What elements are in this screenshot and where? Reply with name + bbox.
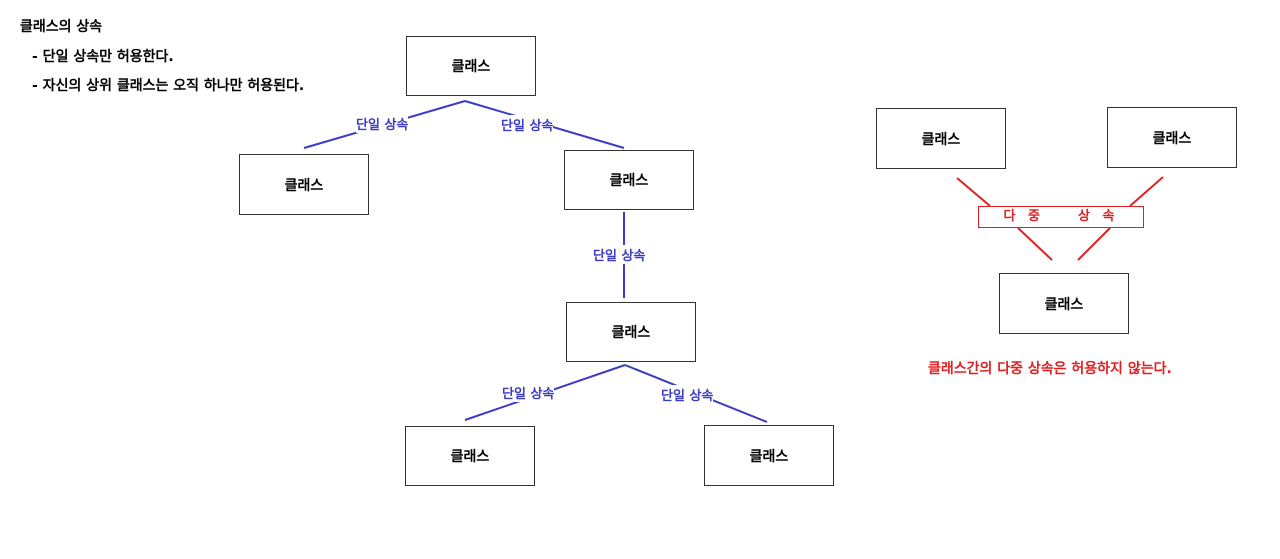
- edge-multi-left-bottom: [1017, 227, 1053, 261]
- edge-label-root-left: 단일 상속: [356, 114, 409, 133]
- edge-label-root-right: 단일 상속: [501, 115, 554, 134]
- class-box-child: 클래스: [999, 273, 1129, 334]
- edge-label-mid: 단일 상속: [593, 245, 646, 264]
- multiple-inheritance-warning: 클래스간의 다중 상속은 허용하지 않는다.: [928, 361, 1172, 377]
- edge-multi-right-bottom: [1077, 227, 1111, 261]
- edge-multi-left-top: [956, 177, 991, 207]
- edge-multi-right-top: [1129, 176, 1164, 207]
- notes-rule-1: - 단일 상속만 허용한다.: [32, 49, 174, 65]
- single-inheritance-lines: [303, 100, 768, 423]
- class-box-parent-left: 클래스: [876, 108, 1006, 169]
- class-box-left: 클래스: [239, 154, 369, 215]
- class-box-bottom-left: 클래스: [405, 426, 535, 486]
- class-box-parent-right: 클래스: [1107, 107, 1237, 168]
- class-box-mid: 클래스: [564, 150, 694, 210]
- notes: 클래스의 상속 - 단일 상속만 허용한다. - 자신의 상위 클래스는 오직 …: [20, 16, 304, 104]
- class-box-root: 클래스: [406, 36, 536, 96]
- class-box-bottom-right: 클래스: [704, 425, 834, 486]
- edge-label-lower-left: 단일 상속: [502, 383, 555, 402]
- class-box-lower: 클래스: [566, 302, 696, 362]
- multiple-inheritance-lines: [956, 176, 1164, 261]
- notes-title: 클래스의 상속: [20, 19, 103, 35]
- edge-label-lower-right: 단일 상속: [661, 385, 714, 404]
- multiple-inheritance-label: 다 중 상 속: [978, 206, 1144, 228]
- notes-rule-2: - 자신의 상위 클래스는 오직 하나만 허용된다.: [32, 78, 305, 94]
